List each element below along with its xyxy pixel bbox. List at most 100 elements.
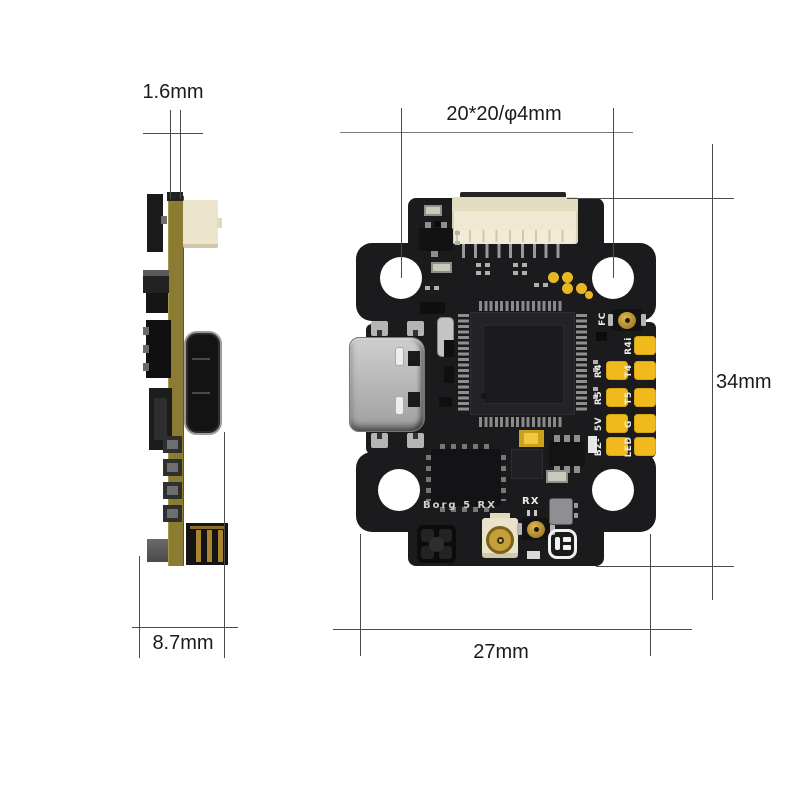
rx-button-pin: [534, 527, 539, 532]
solder-pad-bz: [606, 437, 628, 456]
gold-via: [562, 272, 573, 283]
regulator-leg: [554, 435, 560, 442]
pad-label-t4: T4: [624, 364, 634, 378]
component: [444, 340, 454, 357]
resistor: [431, 262, 452, 273]
side-component: [163, 436, 182, 453]
pad: [476, 263, 481, 267]
rx-connector-tick: [527, 510, 530, 516]
component: [588, 436, 597, 453]
antenna-connector-side-top: [190, 526, 224, 529]
usb-clip-mark: [408, 351, 420, 366]
component: [444, 366, 454, 383]
pad: [434, 286, 439, 290]
side-component: [147, 194, 163, 252]
gold-via: [562, 283, 573, 294]
side-component: [143, 270, 169, 293]
mounting-hole: [378, 469, 420, 511]
chip: [511, 449, 543, 479]
fc-button-tab: [608, 314, 613, 326]
solder-pad-t5: [634, 388, 656, 407]
component: [527, 551, 540, 559]
fc-silkscreen: FC: [598, 312, 608, 326]
regulator-leg: [564, 466, 570, 473]
shield-clip: [371, 321, 388, 336]
rx-button-tab: [517, 523, 522, 535]
buzzer: [417, 525, 456, 563]
side-component: [163, 482, 182, 499]
regulator-leg: [574, 466, 580, 473]
mounting-hole: [380, 257, 422, 299]
regulator-leg: [574, 435, 580, 442]
side-component: [143, 327, 149, 335]
transistor-leg: [441, 222, 447, 228]
board-width-dimension-label: 27mm: [473, 641, 529, 663]
resistor: [424, 205, 442, 216]
ufl-nub: [490, 513, 510, 519]
side-component: [163, 505, 182, 522]
pad: [522, 271, 527, 275]
shield-clip: [371, 433, 388, 448]
pad: [485, 263, 490, 267]
solder-pad-r4: [606, 361, 628, 380]
transistor-leg: [425, 222, 431, 228]
pin-row: [479, 301, 564, 311]
chip: [549, 498, 573, 525]
usb-slot: [395, 396, 404, 415]
chip-leg: [574, 503, 578, 508]
rx-silkscreen: RX: [522, 496, 540, 507]
side-component: [143, 363, 149, 371]
fc-button-tab: [641, 314, 646, 326]
height-dimension-label: 34mm: [716, 371, 772, 393]
pad: [593, 395, 598, 399]
led-component: [519, 430, 544, 447]
transistor: [419, 228, 453, 251]
usb-c-connector-side: [184, 331, 222, 435]
pad: [425, 286, 430, 290]
pad: [513, 271, 518, 275]
pad-label-r5: R5: [594, 390, 604, 406]
ffc-connector-side-nub: [217, 218, 222, 228]
pad: [543, 283, 548, 287]
chip-leg: [574, 513, 578, 518]
mounting-hole: [592, 469, 634, 511]
side-component: [146, 293, 168, 313]
antenna-connector-side-pins: [196, 530, 226, 562]
usb-side-line: [192, 392, 210, 394]
ffc-latch: [460, 192, 566, 199]
ffc-slots: [456, 230, 574, 242]
solder-pad-r5: [606, 388, 628, 407]
qfn-pads-top: [440, 444, 492, 449]
component: [420, 302, 445, 314]
pad: [476, 271, 481, 275]
side-component: [146, 320, 171, 378]
pad: [593, 387, 598, 391]
component: [596, 332, 607, 341]
solder-pad-t4: [634, 361, 656, 380]
pad-label-r4: R4: [594, 363, 604, 379]
pad-label-5v: 5V: [594, 416, 604, 432]
solder-pad-g: [634, 414, 656, 433]
component: [439, 397, 452, 407]
shield-clip: [407, 433, 424, 448]
usb-slot: [395, 347, 404, 366]
qfn-pads-right: [501, 455, 506, 501]
side-width-dimension-label: 8.7mm: [152, 632, 214, 654]
mcu-die: [483, 325, 564, 404]
pin-row: [479, 417, 564, 427]
mounting-dimension-label: 20*20/φ4mm: [446, 103, 562, 125]
pad-label-t5: T5: [624, 391, 634, 405]
mcu-chip: [470, 312, 575, 415]
gold-via: [548, 272, 559, 283]
qfn-pads-left: [426, 455, 431, 501]
mcu-pins-right: [576, 314, 587, 413]
board-name-silkscreen: Borg 5 RX: [423, 500, 497, 511]
side-component: [143, 345, 149, 353]
usb-clip-mark: [408, 392, 420, 407]
qfn-pads-bottom: [440, 507, 492, 512]
pad: [485, 271, 490, 275]
side-component: [161, 216, 167, 224]
regulator-leg: [554, 466, 560, 473]
regulator: [549, 441, 585, 467]
